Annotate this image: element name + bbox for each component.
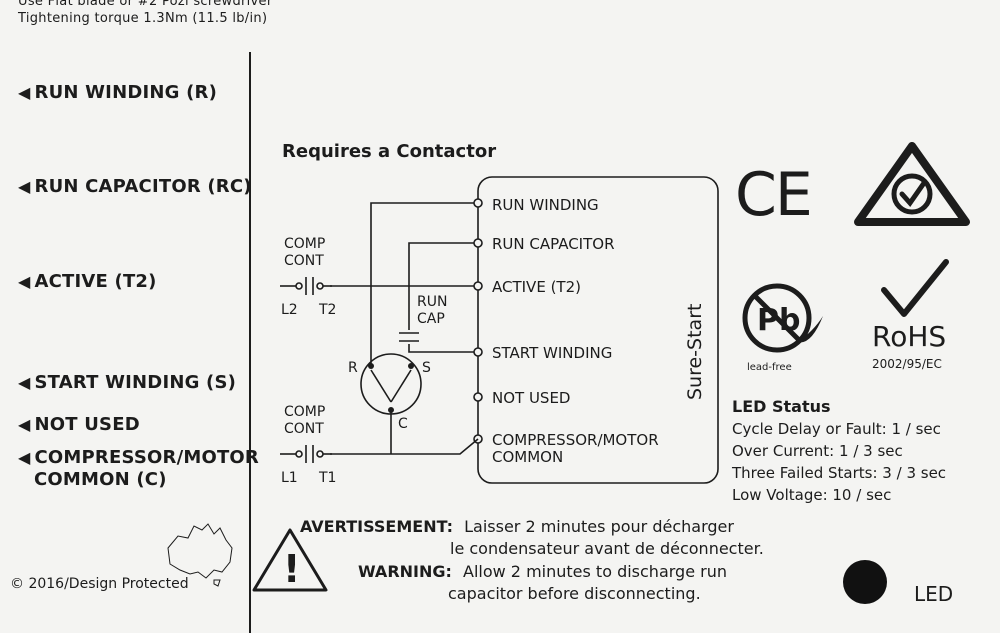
rohs-sub-text: 2002/95/EC xyxy=(872,357,942,371)
warning-en-line2: capacitor before disconnecting. xyxy=(448,584,701,603)
terminal-label-start-winding: ◀START WINDING (S) xyxy=(18,372,236,393)
box-terminal-run-winding: RUN WINDING xyxy=(492,196,599,214)
terminal-dot-run-winding xyxy=(473,198,483,208)
terminal-label-active: ◀ACTIVE (T2) xyxy=(18,271,157,292)
lead-free-icon: Pb lead-free xyxy=(742,283,823,372)
motor-label-r: R xyxy=(348,360,358,376)
warning-en: WARNING: Allow 2 minutes to discharge ru… xyxy=(358,561,727,583)
terminal-label-text: ACTIVE (T2) xyxy=(34,271,157,292)
terminal-dot-not-used xyxy=(473,392,483,402)
contactor-top-symbol xyxy=(305,277,314,295)
left-divider xyxy=(249,52,251,633)
led-label: LED xyxy=(914,582,954,606)
comp-cont-bottom-line1: COMP xyxy=(284,404,325,420)
run-cap-line2: CAP xyxy=(417,311,445,327)
warning-fr-line1: Laisser 2 minutes pour décharger xyxy=(464,517,734,536)
arrow-left-icon: ◀ xyxy=(18,373,31,392)
terminal-label-text: RUN CAPACITOR (RC) xyxy=(34,176,252,197)
motor-winding-run xyxy=(370,369,392,403)
arrow-left-icon: ◀ xyxy=(18,448,31,467)
instruction-screwdriver: Use Flat blade or #2 Pozi screwdriver xyxy=(18,0,273,9)
motor-terminal-c xyxy=(388,407,394,413)
lead-free-text: lead-free xyxy=(747,362,792,372)
led-status-item: Over Current: 1 / 3 sec xyxy=(732,442,903,460)
terminal-label-run-capacitor: ◀RUN CAPACITOR (RC) xyxy=(18,176,252,197)
warning-fr-label: AVERTISSEMENT: xyxy=(300,517,454,536)
led-status-panel: LED Status Cycle Delay or Fault: 1 / sec… xyxy=(732,396,946,506)
warning-en-label: WARNING: xyxy=(358,562,452,581)
australia-map-icon xyxy=(167,523,233,587)
ce-mark-icon: CE xyxy=(735,160,813,230)
wire-start-winding xyxy=(408,344,474,353)
copyright-text: © 2016/Design Protected xyxy=(10,576,189,592)
motor-winding-start xyxy=(390,369,412,403)
comp-cont-top-line1: COMP xyxy=(284,236,325,252)
motor-terminal-r xyxy=(368,363,374,369)
wire-common xyxy=(330,438,479,455)
terminal-label-text-2: COMMON (C) xyxy=(34,469,167,490)
motor-terminal-s xyxy=(408,363,414,369)
led-status-item: Low Voltage: 10 / sec xyxy=(732,486,892,504)
diagram-title: Requires a Contactor xyxy=(282,141,497,162)
sure-start-label: Sure-Start xyxy=(684,304,706,400)
terminal-label-common: ◀COMPRESSOR/MOTOR COMMON (C) xyxy=(18,447,259,491)
box-terminal-common: COMMON xyxy=(492,448,563,466)
terminal-label-not-used: ◀NOT USED xyxy=(18,414,140,435)
contact-t1-icon xyxy=(316,450,324,458)
terminal-label-run-winding: ◀RUN WINDING (R) xyxy=(18,82,217,103)
warning-triangle-icon: ! xyxy=(252,528,328,592)
motor-label-s: S xyxy=(422,360,431,376)
terminal-dot-run-capacitor xyxy=(473,238,483,248)
warning-fr: AVERTISSEMENT: Laisser 2 minutes pour dé… xyxy=(300,516,734,538)
comp-cont-bottom-line2: CONT xyxy=(284,421,324,437)
instruction-torque: Tightening torque 1.3Nm (11.5 lb/in) xyxy=(18,11,268,26)
arrow-left-icon: ◀ xyxy=(18,272,31,291)
arrow-left-icon: ◀ xyxy=(18,83,31,102)
rohs-text: RoHS xyxy=(872,320,946,353)
motor-label-c: C xyxy=(398,416,408,432)
terminal-dot-start-winding xyxy=(473,347,483,357)
wire-run-capacitor xyxy=(408,242,474,286)
run-capacitor-symbol xyxy=(399,332,419,342)
run-cap-line1: RUN xyxy=(417,294,447,310)
arrow-left-icon: ◀ xyxy=(18,177,31,196)
box-terminal-start-winding: START WINDING xyxy=(492,344,612,362)
comp-cont-top-line2: CONT xyxy=(284,253,324,269)
contactor-bottom-symbol xyxy=(305,445,314,463)
warning-fr-line2: le condensateur avant de déconnecter. xyxy=(450,539,764,558)
box-terminal-active: ACTIVE (T2) xyxy=(492,278,581,296)
box-terminal-not-used: NOT USED xyxy=(492,389,571,407)
contact-l1-icon xyxy=(295,450,303,458)
terminal-label-text: START WINDING (S) xyxy=(34,372,237,393)
led-status-heading: LED Status xyxy=(732,397,831,416)
pb-text: Pb xyxy=(757,303,800,338)
contact-l2-icon xyxy=(295,282,303,290)
box-terminal-run-capacitor: RUN CAPACITOR xyxy=(492,235,615,253)
contact-t2-icon xyxy=(316,282,324,290)
wire-run-winding xyxy=(370,202,474,366)
warning-exclamation: ! xyxy=(283,547,300,591)
terminal-label-text: COMPRESSOR/MOTOR xyxy=(34,447,259,468)
sure-start-box xyxy=(477,176,719,484)
warning-en-line1: Allow 2 minutes to discharge run xyxy=(463,562,727,581)
rcm-triangle-icon xyxy=(854,142,970,226)
led-status-item: Three Failed Starts: 3 / 3 sec xyxy=(732,464,947,482)
ce-mark-text: CE xyxy=(735,160,813,230)
arrow-left-icon: ◀ xyxy=(18,415,31,434)
motor-circle-icon xyxy=(360,353,422,415)
led-status-item: Cycle Delay or Fault: 1 / sec xyxy=(732,420,941,438)
led-indicator xyxy=(843,560,887,604)
box-terminal-compressor-motor: COMPRESSOR/MOTOR xyxy=(492,431,659,449)
terminal-t1-label: T1 xyxy=(318,470,336,486)
terminal-dot-active xyxy=(473,281,483,291)
terminal-label-text: RUN WINDING (R) xyxy=(34,82,217,103)
terminal-t2-label: T2 xyxy=(318,302,336,318)
terminal-l2-label: L2 xyxy=(281,302,298,318)
terminal-l1-label: L1 xyxy=(281,470,298,486)
terminal-label-text: NOT USED xyxy=(34,414,140,435)
rohs-icon: RoHS 2002/95/EC xyxy=(872,259,949,371)
